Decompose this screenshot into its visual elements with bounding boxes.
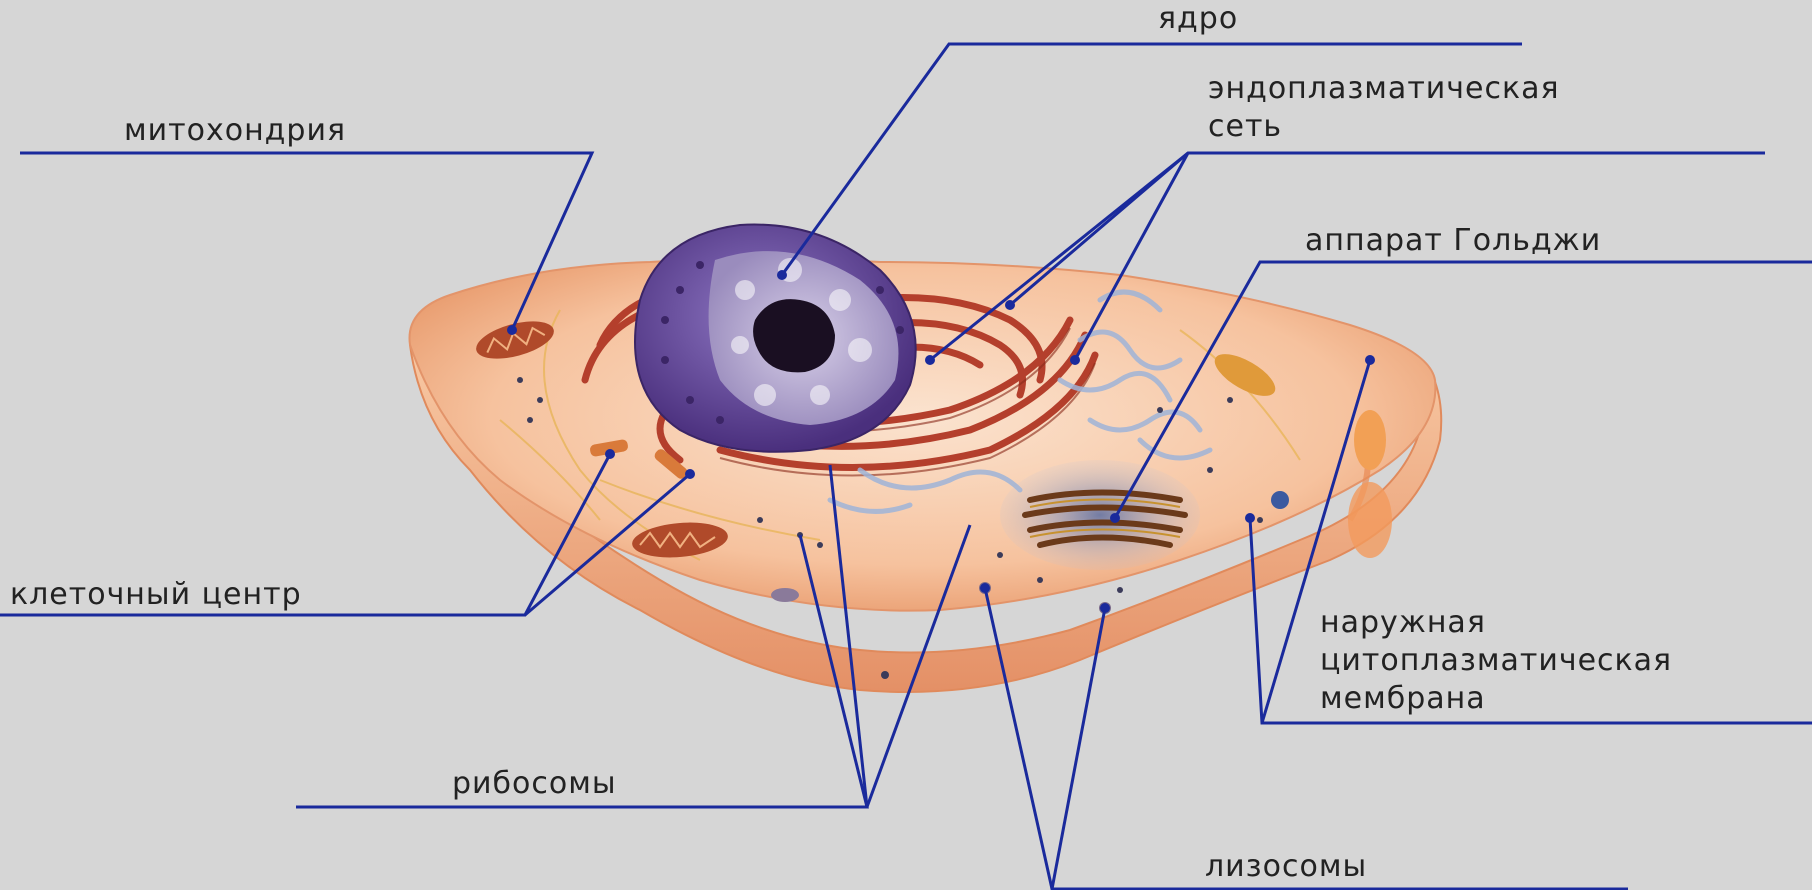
label-ribosomes: рибосомы bbox=[452, 765, 617, 803]
label-er-line1: эндоплазматическая bbox=[1208, 70, 1560, 108]
label-golgi: аппарат Гольджи bbox=[1305, 222, 1601, 260]
golgi-apparatus bbox=[1000, 460, 1200, 570]
label-membrane-line3: мембрана bbox=[1320, 680, 1486, 718]
label-cell-center: клеточный центр bbox=[10, 576, 302, 614]
label-er-line2: сеть bbox=[1208, 108, 1282, 146]
label-lysosomes: лизосомы bbox=[1205, 848, 1367, 886]
nucleus bbox=[635, 225, 916, 452]
label-nucleus: ядро bbox=[1158, 0, 1238, 38]
mitochondrion bbox=[1354, 410, 1386, 470]
label-membrane-line2: цитоплазматическая bbox=[1320, 642, 1672, 680]
label-mitochondria: митохондрия bbox=[124, 112, 346, 150]
label-membrane-line1: наружная bbox=[1320, 604, 1486, 642]
